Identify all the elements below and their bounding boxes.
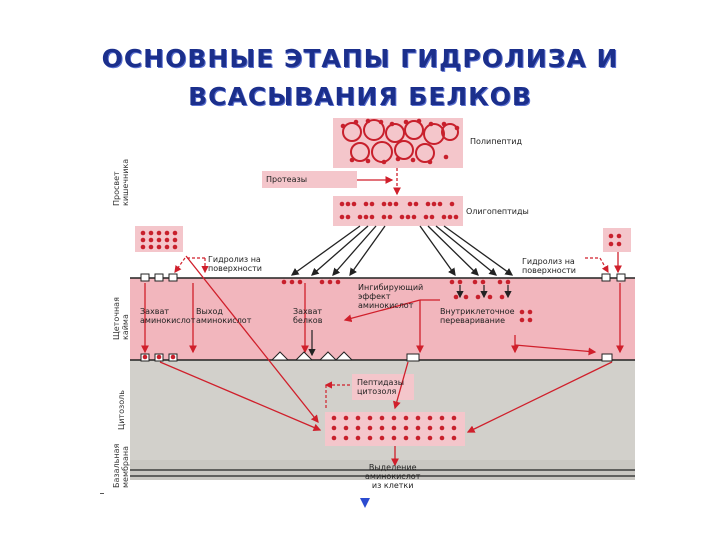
side-label-cytosol: Цитозоль [117,390,126,430]
title-line-2: ВСАСЫВАНИЯ БЕЛКОВ [188,82,532,111]
amino-release-label: Выход аминокислот [196,307,252,325]
amino-acid-box-right [603,228,631,252]
title-line-1: ОСНОВНЫЕ ЭТАПЫ ГИДРОЛИЗА И [101,44,619,73]
amino-capture-label: Захват аминокислот [140,307,196,325]
proteases-box [262,171,357,188]
oligopeptides-label: Олигопептиды [466,207,529,216]
amino-exit-label: Выделение аминокислот из клетки [365,463,421,490]
side-label-brush-border: Щеточная кайма [112,297,130,340]
polypeptide-chain [342,119,459,163]
oligopeptide-dots [339,201,459,220]
side-label-basal-membrane: Базальная мембрана [112,443,130,488]
oligopeptides-box [333,196,463,226]
surface-hydrolysis-left-label: Гидролиз на поверхности [208,255,262,273]
surface-hydrolysis-right-label: Гидролиз на поверхности [522,257,576,275]
cytosol-peptidases-label: Пептидазы цитозоля [357,378,405,396]
blue-down-arrow-icon [360,498,370,508]
margin-tick [100,493,104,494]
intracellular-digestion-label: Внутриклеточное переваривание [440,307,515,325]
proteases-label: Протеазы [266,175,308,184]
polypeptide-dots [340,118,460,165]
inhibitory-effect-label: Ингибирующий эффект аминокислот [358,283,424,310]
polypeptide-label: Полипептид [470,137,522,146]
side-label-lumen: Просвет кишечника [112,158,130,206]
protein-capture-label: Захват белков [293,307,323,325]
